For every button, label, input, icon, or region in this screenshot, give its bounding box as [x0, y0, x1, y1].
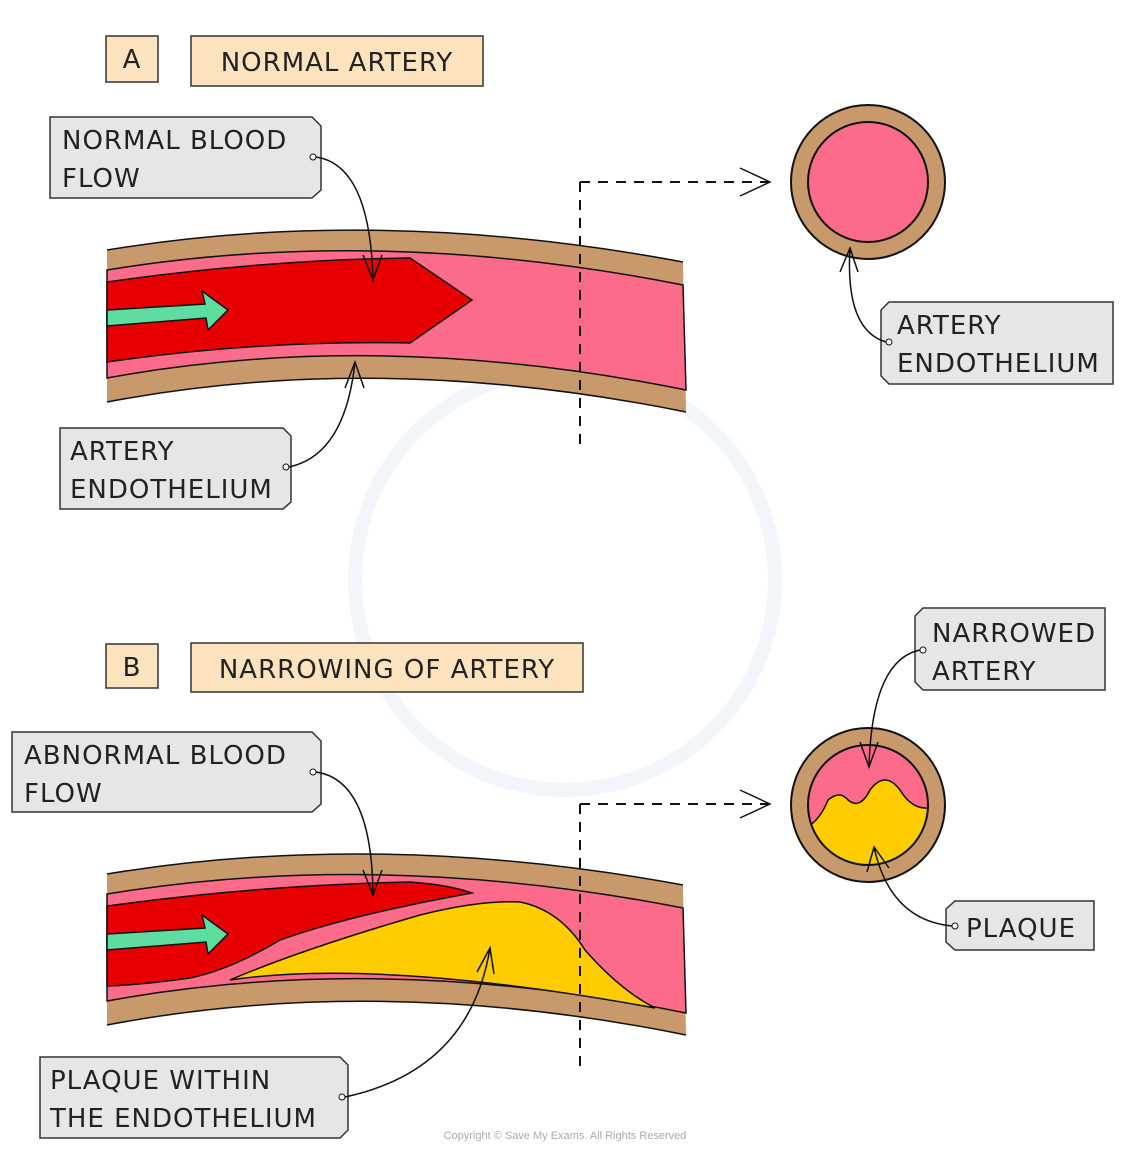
pointer-line — [868, 649, 921, 768]
narrowed-artery-longitudinal — [106, 853, 687, 1036]
pointer-line — [848, 247, 887, 343]
panel-a-letter: A — [123, 45, 142, 75]
normal-artery-cross-section — [790, 104, 946, 260]
pointer-arrow-icon — [476, 945, 495, 975]
pointer-dot — [282, 463, 290, 471]
watermark-logo — [348, 363, 782, 797]
narrowed-artery-cross-section — [790, 727, 946, 883]
callout-plaque-within-endothelium — [39, 1056, 349, 1139]
blood-flow — [106, 881, 475, 987]
pointer-line — [873, 846, 953, 927]
callout-plaque — [945, 900, 1095, 951]
pointer-arrow-icon — [866, 845, 890, 873]
pointer-arrow-icon — [362, 869, 383, 898]
callout-abnormal-blood-flow — [11, 731, 322, 813]
pointer-arrow-icon — [362, 254, 383, 283]
pointer-dot — [951, 922, 959, 930]
normal-artery-longitudinal — [106, 229, 687, 413]
panel-b-title-box — [190, 642, 584, 693]
pointer-arrow-icon — [344, 359, 365, 389]
pointer-line — [315, 771, 374, 896]
wall-outline — [106, 853, 684, 886]
callout-text: PLAQUE — [966, 914, 1076, 944]
plaque — [229, 901, 656, 1009]
flow-direction-arrow-icon — [106, 289, 230, 332]
pointer-arrow-icon — [839, 245, 859, 273]
pointer-dot — [309, 768, 317, 776]
panel-b-title: NARROWING OF ARTERY — [219, 655, 555, 685]
callout-artery-endothelium — [59, 427, 292, 510]
pointer-dot — [338, 1093, 346, 1101]
pointer-dot — [309, 153, 317, 161]
copyright-text: Copyright © Save My Exams. All Rights Re… — [444, 1130, 687, 1142]
callout-cross-section-endothelium — [880, 301, 1114, 385]
callout-narrowed-artery — [914, 607, 1106, 691]
pointer-line — [344, 947, 491, 1098]
wall-outline — [106, 229, 684, 263]
arrow-right-icon — [739, 167, 772, 197]
pointer-line — [288, 361, 356, 468]
wall-outline — [106, 1000, 687, 1036]
pointer-line — [315, 156, 374, 281]
flow-direction-arrow-icon — [106, 913, 230, 956]
panel-a-title-box — [190, 35, 484, 87]
pointer-dot — [919, 646, 927, 654]
cross-section-lumen — [807, 121, 929, 243]
panel-a-title: NORMAL ARTERY — [221, 48, 454, 78]
blood-flow — [106, 257, 474, 363]
panel-b-letter-box — [105, 643, 159, 689]
panel-b-letter: B — [123, 653, 142, 683]
panel-a-letter-box — [105, 35, 159, 83]
arrow-right-icon — [739, 789, 772, 819]
pointer-arrow-icon — [859, 741, 879, 770]
callout-normal-blood-flow — [49, 116, 322, 199]
pointer-dot — [885, 338, 893, 346]
cross-section-outline — [807, 744, 929, 866]
wall-outline — [106, 377, 687, 413]
